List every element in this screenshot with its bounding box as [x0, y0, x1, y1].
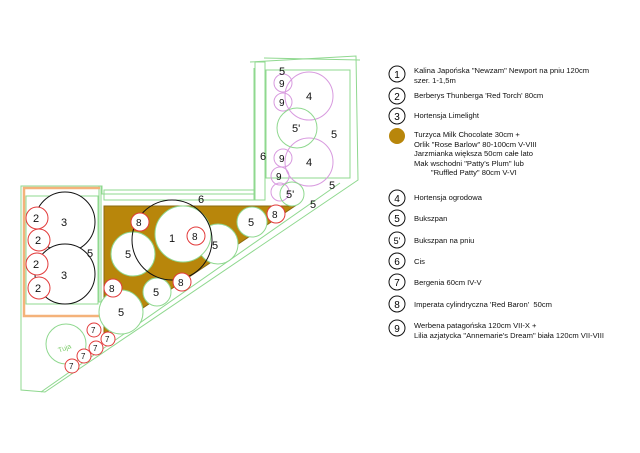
label-9-c: 9	[279, 154, 285, 165]
legend-text-7: Bukszpan na pniu	[414, 236, 475, 245]
label-5-top: 5	[279, 66, 285, 78]
legend-text-5: Hortensja ogrodowa	[414, 193, 482, 202]
legend: 1 Kalina Japońska "Newzam" Newport na pn…	[383, 0, 633, 453]
plan-labels: 3 3 2 2 2 2 5 1 5 5 5 5 5 6 6 5 4 5' 4 5…	[33, 66, 337, 319]
label-8-a: 8	[136, 218, 142, 229]
legend-symbol-1: 1	[388, 65, 406, 83]
legend-symbol-2: 2	[388, 87, 406, 105]
svg-text:7: 7	[394, 278, 400, 289]
label-5-diag-b: 5	[329, 180, 335, 192]
label-8-e: 8	[272, 210, 278, 221]
label-8-b: 8	[192, 232, 198, 243]
legend-symbol-6: 6	[388, 252, 406, 270]
legend-text-8: Cis	[414, 257, 425, 266]
legend-swatch-brown	[389, 128, 405, 144]
legend-symbol-7: 7	[388, 273, 406, 291]
plan-small-labels: 8 8 8 8 8 9 9 9 9	[109, 79, 285, 295]
label-5-c: 5	[248, 217, 254, 229]
svg-text:4: 4	[394, 194, 400, 205]
label-7-a: 7	[91, 326, 96, 335]
label-5-diag-a: 5	[310, 199, 316, 211]
label-5-d: 5	[153, 287, 159, 299]
legend-text-4: Turzyca Milk Chocolate 30cm + Orlik "Ros…	[414, 130, 537, 178]
svg-text:6: 6	[394, 257, 400, 268]
label-5p-a: 5'	[292, 123, 300, 135]
svg-text:2: 2	[394, 92, 400, 103]
label-5-left: 5	[87, 248, 93, 260]
label-5-a: 5	[125, 249, 131, 261]
label-4-a: 4	[306, 91, 312, 103]
left-bed-outline	[22, 186, 100, 318]
label-9-a: 9	[279, 79, 285, 90]
garden-plan: Tuja 3 3 2 2 2 2 5 1 5 5 5 5 5 6 6	[20, 55, 361, 393]
label-7-b: 7	[105, 335, 110, 344]
tuja-label: Tuja	[57, 343, 72, 354]
legend-text-9: Bergenia 60cm IV-V	[414, 278, 482, 287]
legend-symbol-5p: 5'	[388, 231, 406, 249]
label-3-top: 3	[61, 217, 67, 229]
legend-text-11: Werbena patagońska 120cm VII-X + Lilia a…	[414, 321, 605, 340]
label-9-d: 9	[276, 172, 282, 183]
label-8-c: 8	[109, 284, 115, 295]
svg-text:5: 5	[394, 214, 400, 225]
label-4-b: 4	[306, 157, 312, 169]
label-7-d: 7	[81, 352, 86, 361]
label-5-e: 5	[118, 307, 124, 319]
plant-1	[131, 199, 213, 281]
label-8-d: 8	[178, 278, 184, 289]
label-2d: 2	[35, 283, 41, 295]
label-1: 1	[169, 233, 175, 245]
legend-symbol-8: 8	[388, 295, 406, 313]
legend-text-10: Imperata cylindryczna 'Red Baron' 50cm	[414, 300, 552, 309]
plan-7-labels: 7 7 7 7 7	[69, 326, 110, 371]
label-2a: 2	[33, 213, 39, 225]
label-5-right: 5	[331, 129, 337, 141]
svg-text:8: 8	[394, 300, 400, 311]
label-6-mid: 6	[198, 194, 204, 206]
legend-text-3: Hortensja Limelight	[414, 111, 479, 120]
svg-text:1: 1	[394, 70, 400, 81]
label-3-bottom: 3	[61, 270, 67, 282]
label-6-top: 6	[260, 151, 266, 163]
label-2b: 2	[35, 235, 41, 247]
plant-8-group	[103, 204, 286, 298]
label-5-b: 5	[212, 240, 218, 252]
legend-symbol-9: 9	[388, 319, 406, 337]
label-9-b: 9	[279, 98, 285, 109]
legend-text-1: Kalina Japońska "Newzam" Newport na pniu…	[414, 66, 590, 85]
svg-text:9: 9	[394, 324, 400, 335]
boxwood-group	[98, 205, 268, 335]
legend-text-6: Bukszpan	[414, 214, 448, 223]
svg-text:3: 3	[394, 112, 400, 123]
top-strip	[265, 69, 351, 179]
legend-symbol-5: 5	[388, 209, 406, 227]
top-strip-plants	[270, 71, 334, 202]
top-strip-green	[276, 107, 318, 207]
plant-2-group	[25, 206, 51, 300]
label-2c: 2	[33, 259, 39, 271]
legend-symbol-3: 3	[388, 107, 406, 125]
label-7-e: 7	[69, 362, 74, 371]
plant-7-group	[64, 322, 116, 374]
svg-text:5': 5'	[394, 236, 401, 246]
legend-symbol-4: 4	[388, 189, 406, 207]
label-7-c: 7	[93, 344, 98, 353]
legend-text-2: Berberys Thunberga 'Red Torch' 80cm	[414, 91, 544, 100]
label-5p-b: 5'	[286, 189, 294, 201]
